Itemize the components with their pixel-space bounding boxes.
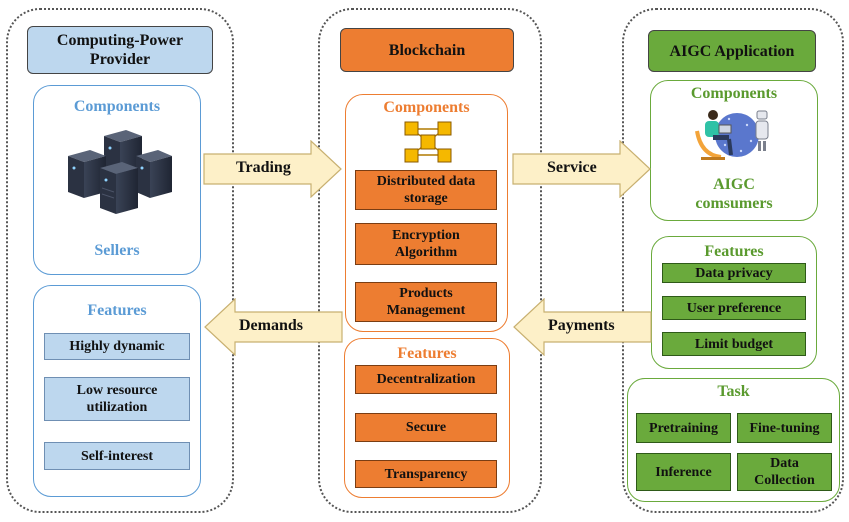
provider-feature-1: Highly dynamic xyxy=(44,333,190,360)
server-right xyxy=(136,150,172,198)
trading-label: Trading xyxy=(236,159,291,176)
task-pretraining: Pretraining xyxy=(636,413,731,443)
blockchain-feature-2: Secure xyxy=(355,413,497,442)
blockchain-component-2: Encryption Algorithm xyxy=(355,223,497,265)
robot-icon xyxy=(755,110,769,151)
aigc-consumers-label: AIGC comsumers xyxy=(695,176,773,212)
provider-features-title: Features xyxy=(87,302,147,319)
aigc-feature-1: Data privacy xyxy=(662,263,806,283)
service-label: Service xyxy=(547,159,597,176)
blockchain-header: Blockchain xyxy=(340,28,514,72)
payments-arrow xyxy=(513,298,652,356)
blockchain-component-1: Distributed data storage xyxy=(355,170,497,210)
aigc-header: AIGC Application xyxy=(648,30,816,72)
blockchain-column xyxy=(318,8,542,513)
sellers-label: Sellers xyxy=(94,242,140,259)
blockchain-component-3: Products Management xyxy=(355,282,497,322)
service-arrow xyxy=(512,140,651,198)
trading-arrow xyxy=(203,140,342,198)
blocks-network-icon xyxy=(404,121,452,163)
blockchain-components-title: Components xyxy=(383,99,470,116)
task-fine-tuning: Fine-tuning xyxy=(737,413,832,443)
server-left xyxy=(68,150,106,198)
aigc-feature-3: Limit budget xyxy=(662,332,806,356)
provider-feature-3: Self-interest xyxy=(44,442,190,470)
server-front xyxy=(100,162,138,214)
aigc-features-title: Features xyxy=(704,243,764,260)
servers-icon xyxy=(68,130,172,214)
aigc-column xyxy=(622,8,844,513)
provider-components-title: Components xyxy=(73,98,161,115)
demands-arrow xyxy=(204,298,343,356)
task-inference: Inference xyxy=(636,453,731,491)
aigc-components-panel: Components AIGC comsumers xyxy=(650,80,818,221)
provider-feature-2: Low resource utilization xyxy=(44,377,190,421)
blockchain-features-title: Features xyxy=(397,345,457,362)
person-icon xyxy=(695,110,733,160)
aigc-components-title: Components xyxy=(690,85,778,102)
aigc-feature-2: User preference xyxy=(662,296,806,320)
provider-components-panel: Components xyxy=(33,85,201,275)
task-data-collection: Data Collection xyxy=(737,453,832,491)
aigc-task-title: Task xyxy=(717,383,750,400)
blockchain-feature-3: Transparency xyxy=(355,460,497,488)
ai-consumer-icon xyxy=(695,110,769,160)
provider-header: Computing-Power Provider xyxy=(27,26,213,74)
payments-label: Payments xyxy=(548,317,615,334)
provider-column xyxy=(6,8,234,513)
blockchain-feature-1: Decentralization xyxy=(355,365,497,394)
demands-label: Demands xyxy=(239,317,304,334)
